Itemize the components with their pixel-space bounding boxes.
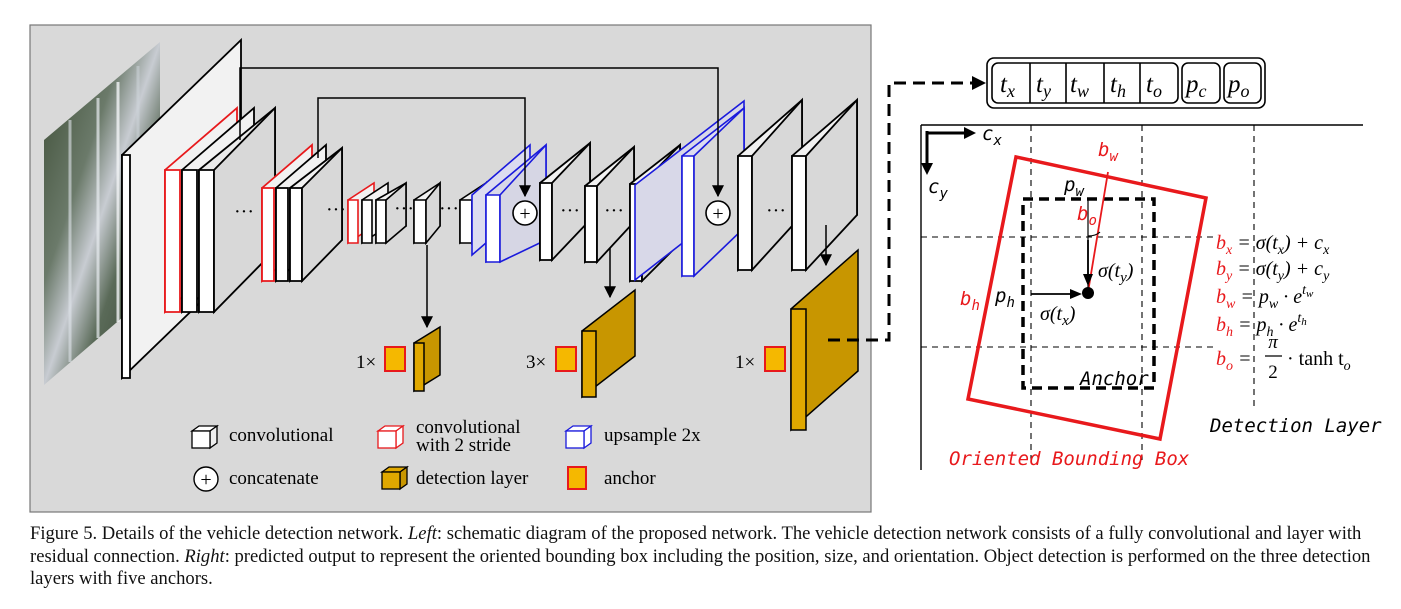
- eq-bo-numerator: π: [1268, 332, 1278, 353]
- legend-concatenate-label: concatenate: [229, 468, 319, 489]
- eq-bh: bh = ph · eth: [1216, 311, 1307, 340]
- detection-layer-2: [581, 288, 636, 399]
- caption-part-2: : schematic diagram of the proposed netw…: [30, 523, 1362, 567]
- sigma-tx-label: σ(tx): [1040, 303, 1076, 329]
- legend-concatenate-icon: +: [193, 466, 219, 492]
- detection-grid: [921, 125, 1255, 460]
- bw-label: bw: [1098, 139, 1118, 165]
- equations: bx = σ(tx) + cx by = σ(ty) + cy bw = pw …: [1216, 232, 1351, 383]
- figure-caption: Figure 5. Details of the vehicle detecti…: [30, 523, 1390, 591]
- legend-anchor-label: anchor: [604, 468, 656, 489]
- bo-label: bo: [1077, 203, 1097, 229]
- obb-label: Oriented Bounding Box: [949, 448, 1190, 470]
- eq-by: by = σ(ty) + cy: [1216, 258, 1330, 284]
- ellipsis-6: ···: [604, 200, 624, 222]
- legend-convolutional-icon: [189, 424, 220, 450]
- output-cell-tw: tw: [1070, 71, 1089, 101]
- conv-block-1: [164, 105, 276, 315]
- oriented-bounding-box: [965, 154, 1209, 442]
- eq-bo: bo = π 2 · tanh to: [1216, 332, 1351, 383]
- network-figure: ··· ··· ··· ···: [29, 24, 1382, 513]
- ellipsis-1: ···: [234, 201, 254, 223]
- concatenate-node-1: +: [512, 200, 538, 226]
- legend-detection-icon: [379, 465, 410, 491]
- legend: convolutional convolutional with 2 strid…: [189, 417, 701, 492]
- ellipsis-3: ···: [394, 198, 414, 220]
- svg-text:+: +: [200, 469, 211, 491]
- detection-layer-1: [413, 325, 441, 393]
- conv-block-4: [413, 180, 441, 246]
- caption-left-word: Left: [407, 523, 437, 544]
- output-cell-th: th: [1110, 71, 1126, 101]
- legend-upsample-icon: [563, 424, 594, 450]
- multiplier-3: 1×: [735, 352, 755, 373]
- anchor-box-3: [764, 346, 786, 372]
- anchor-label: Anchor: [1079, 368, 1149, 390]
- upsample-block-1: [459, 142, 547, 264]
- eq-bo-denominator: 2: [1268, 362, 1278, 383]
- cy-label: cy: [928, 176, 948, 202]
- multiplier-1: 1×: [356, 352, 376, 373]
- legend-stride-label-line1: convolutional: [416, 417, 520, 438]
- caption-part-3: : predicted output to represent the orie…: [30, 545, 1371, 590]
- detection-layer-3: [790, 248, 859, 432]
- output-vector: tx ty tw th to pc po: [986, 57, 1266, 109]
- eq-bw: bw = pw · etw: [1216, 283, 1314, 312]
- conv-block-8: [791, 97, 858, 273]
- conv-block-3: [347, 181, 407, 245]
- legend-stride-icon: [375, 424, 406, 450]
- angle-arc: [1087, 231, 1101, 237]
- right-panel: cx cy bw pw bo bh ph σ(ty) σ(tx) Anchor …: [920, 123, 1382, 470]
- concatenate-node-2: +: [705, 200, 731, 226]
- ph-label: ph: [994, 285, 1015, 311]
- conv-block-2: [261, 143, 343, 284]
- bh-label: bh: [960, 288, 980, 314]
- left-panel: ··· ··· ··· ···: [29, 24, 872, 513]
- anchor-box-2: [555, 346, 577, 372]
- anchor-box-1: [384, 346, 406, 372]
- output-cell-po: po: [1226, 71, 1250, 101]
- ellipsis-2: ···: [326, 199, 346, 221]
- caption-right-word: Right: [184, 545, 225, 567]
- output-cell-to: to: [1146, 71, 1162, 101]
- cy-axis-arrow: [921, 131, 933, 175]
- output-cell-ty: ty: [1036, 71, 1051, 101]
- pw-label: pw: [1063, 174, 1084, 200]
- svg-text:· tanh to: · tanh to: [1287, 348, 1351, 374]
- output-link: [828, 81, 975, 342]
- center-point: [1082, 287, 1094, 299]
- sigma-ty-label: σ(ty): [1098, 260, 1134, 286]
- output-cell-tx: tx: [1000, 71, 1015, 101]
- sigma-ty-arrow: [1083, 240, 1093, 286]
- svg-text:bo =: bo =: [1216, 348, 1252, 374]
- legend-upsample-label: upsample 2x: [604, 425, 701, 446]
- ellipsis-4: ···: [439, 198, 459, 220]
- ellipsis-7: ···: [766, 200, 786, 222]
- output-cell-pc: pc: [1184, 71, 1207, 101]
- caption-part-1: Figure 5. Details of the vehicle detecti…: [30, 523, 408, 544]
- cx-axis-arrow: [927, 127, 976, 139]
- detection-arrows: [421, 225, 832, 329]
- svg-text:+: +: [712, 203, 723, 225]
- output-link-arrowhead: [972, 76, 986, 90]
- sigma-tx-arrow: [1031, 289, 1082, 299]
- legend-anchor-icon: [567, 466, 587, 490]
- orientation-line: [1087, 171, 1109, 293]
- detection-layer-label: Detection Layer: [1209, 415, 1382, 437]
- multiplier-2: 3×: [526, 352, 546, 373]
- legend-stride-label-line2: with 2 stride: [416, 435, 511, 456]
- legend-convolutional-label: convolutional: [229, 425, 333, 446]
- svg-text:+: +: [519, 203, 530, 225]
- ellipsis-5: ···: [560, 200, 580, 222]
- cx-label: cx: [982, 123, 1002, 149]
- eq-bx: bx = σ(tx) + cx: [1216, 232, 1330, 258]
- legend-detection-label: detection layer: [416, 468, 529, 489]
- skip-connections: [239, 67, 724, 198]
